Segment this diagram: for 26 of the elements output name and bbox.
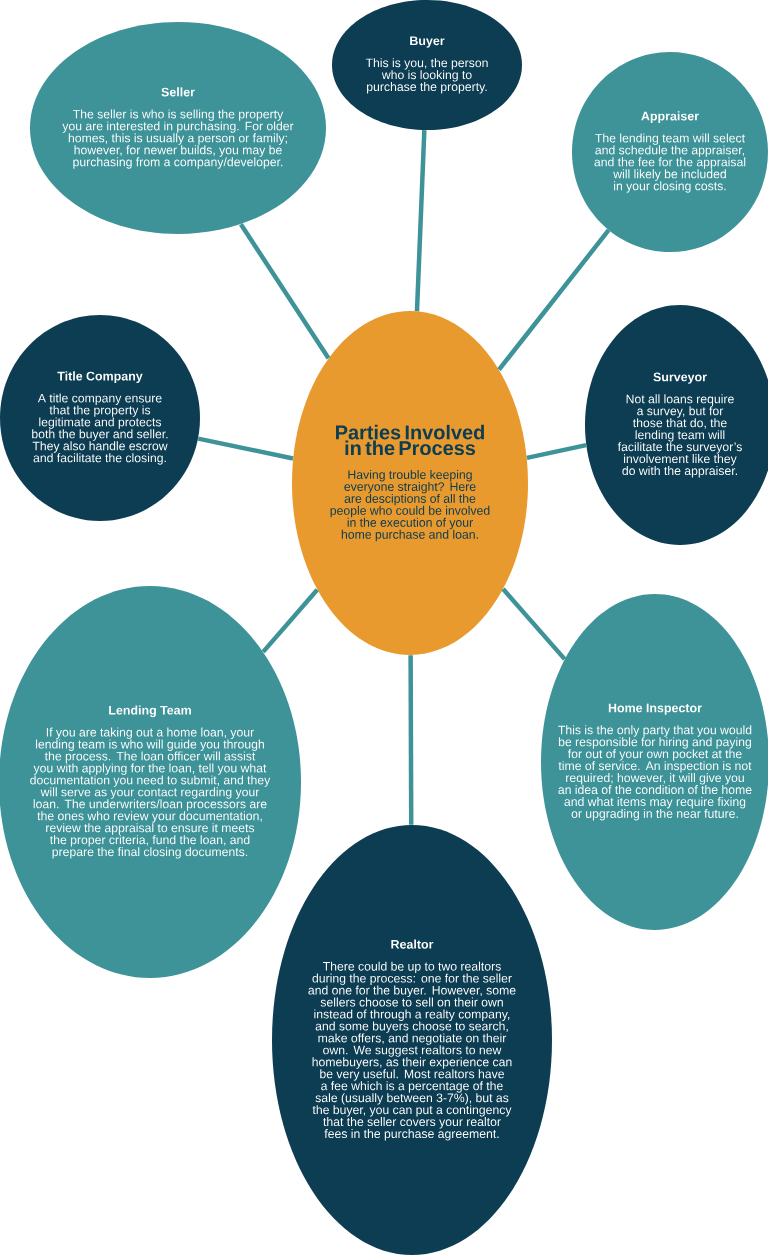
node-text: The seller is who is selling the property you are interested in purchasing. For older homes, this is usually a person or family; however, for newer builds, you may be purchasing from a company/developer.: [62, 109, 294, 169]
node-heading: Surveyor: [653, 372, 707, 384]
node-heading: Title Company: [57, 371, 143, 383]
node-heading: Appraiser: [641, 111, 699, 123]
node-text: Not all loans require a survey, but for those that do, the lending team will facilitate the surveyor’s involvement like they do with the appraiser.: [617, 394, 742, 478]
node-heading: Seller: [161, 87, 195, 97]
node-text: This is the only party that you would be responsible for hiring and paying for out of your own pocket at the time of service. An inspection is not required; however, it will give you an idea of the condition of the home and what items may require fixing or upgrading in the near future.: [558, 725, 752, 821]
connector-line: [526, 442, 587, 461]
connector-line: [238, 222, 331, 360]
node-heading: Buyer: [410, 36, 445, 48]
connector-line: [414, 130, 427, 312]
node-text: A title company ensure that the property is legitimate and protects both the buyer and seller. They also handle escrow and facilitate the closing.: [32, 393, 168, 465]
connector-line: [261, 588, 319, 654]
connector-line: [497, 228, 611, 372]
node-heading: Home Inspector: [608, 703, 702, 715]
connector-line: [501, 587, 567, 661]
node-text: This is you, the person who is looking to purchase the property.: [365, 58, 488, 94]
connector-line: [408, 655, 414, 825]
connector-line: [197, 436, 294, 461]
node-text: There could be up to two realtors during the process: one for the seller and one for the buyer. However, some sellers choose to sell on their own instead of through a realty company, and some buyers choose to search, make offers, and negotiate on their own. We suggest realtors to new homebuyers, as their experience can be very useful. Most realtors have a fee which is a percentage of the sale (usually between 3-7%), but as the buyer, you can put a contingency that the seller covers your realtor fees in the purchase agreement.: [308, 961, 516, 1141]
node-heading: Lending Team: [109, 705, 191, 718]
node-heading: Realtor: [391, 939, 434, 949]
center-heading: Parties Involved in the Process: [336, 424, 484, 456]
node-text: If you are taking out a home loan, your lending team is who will guide you through the process. The loan officer will assist you with applying for the loan, tell you what documentation you need to submit, and they will serve as your contact regarding your loan. The underwriters/loan processors are the ones who review your documentation, review the appraisal to ensure it meets the proper criteria, fund the loan, and prepare the final closing documents.: [30, 727, 271, 859]
node-text: Having trouble keeping everyone straight? Here are desciptions of all the people who could be involved in the execution of your home purchase and loan.: [330, 470, 490, 542]
node-text: The lending team will select and schedule the appraiser, and the fee for the appraisal will likely be included in your closing costs.: [594, 133, 746, 193]
